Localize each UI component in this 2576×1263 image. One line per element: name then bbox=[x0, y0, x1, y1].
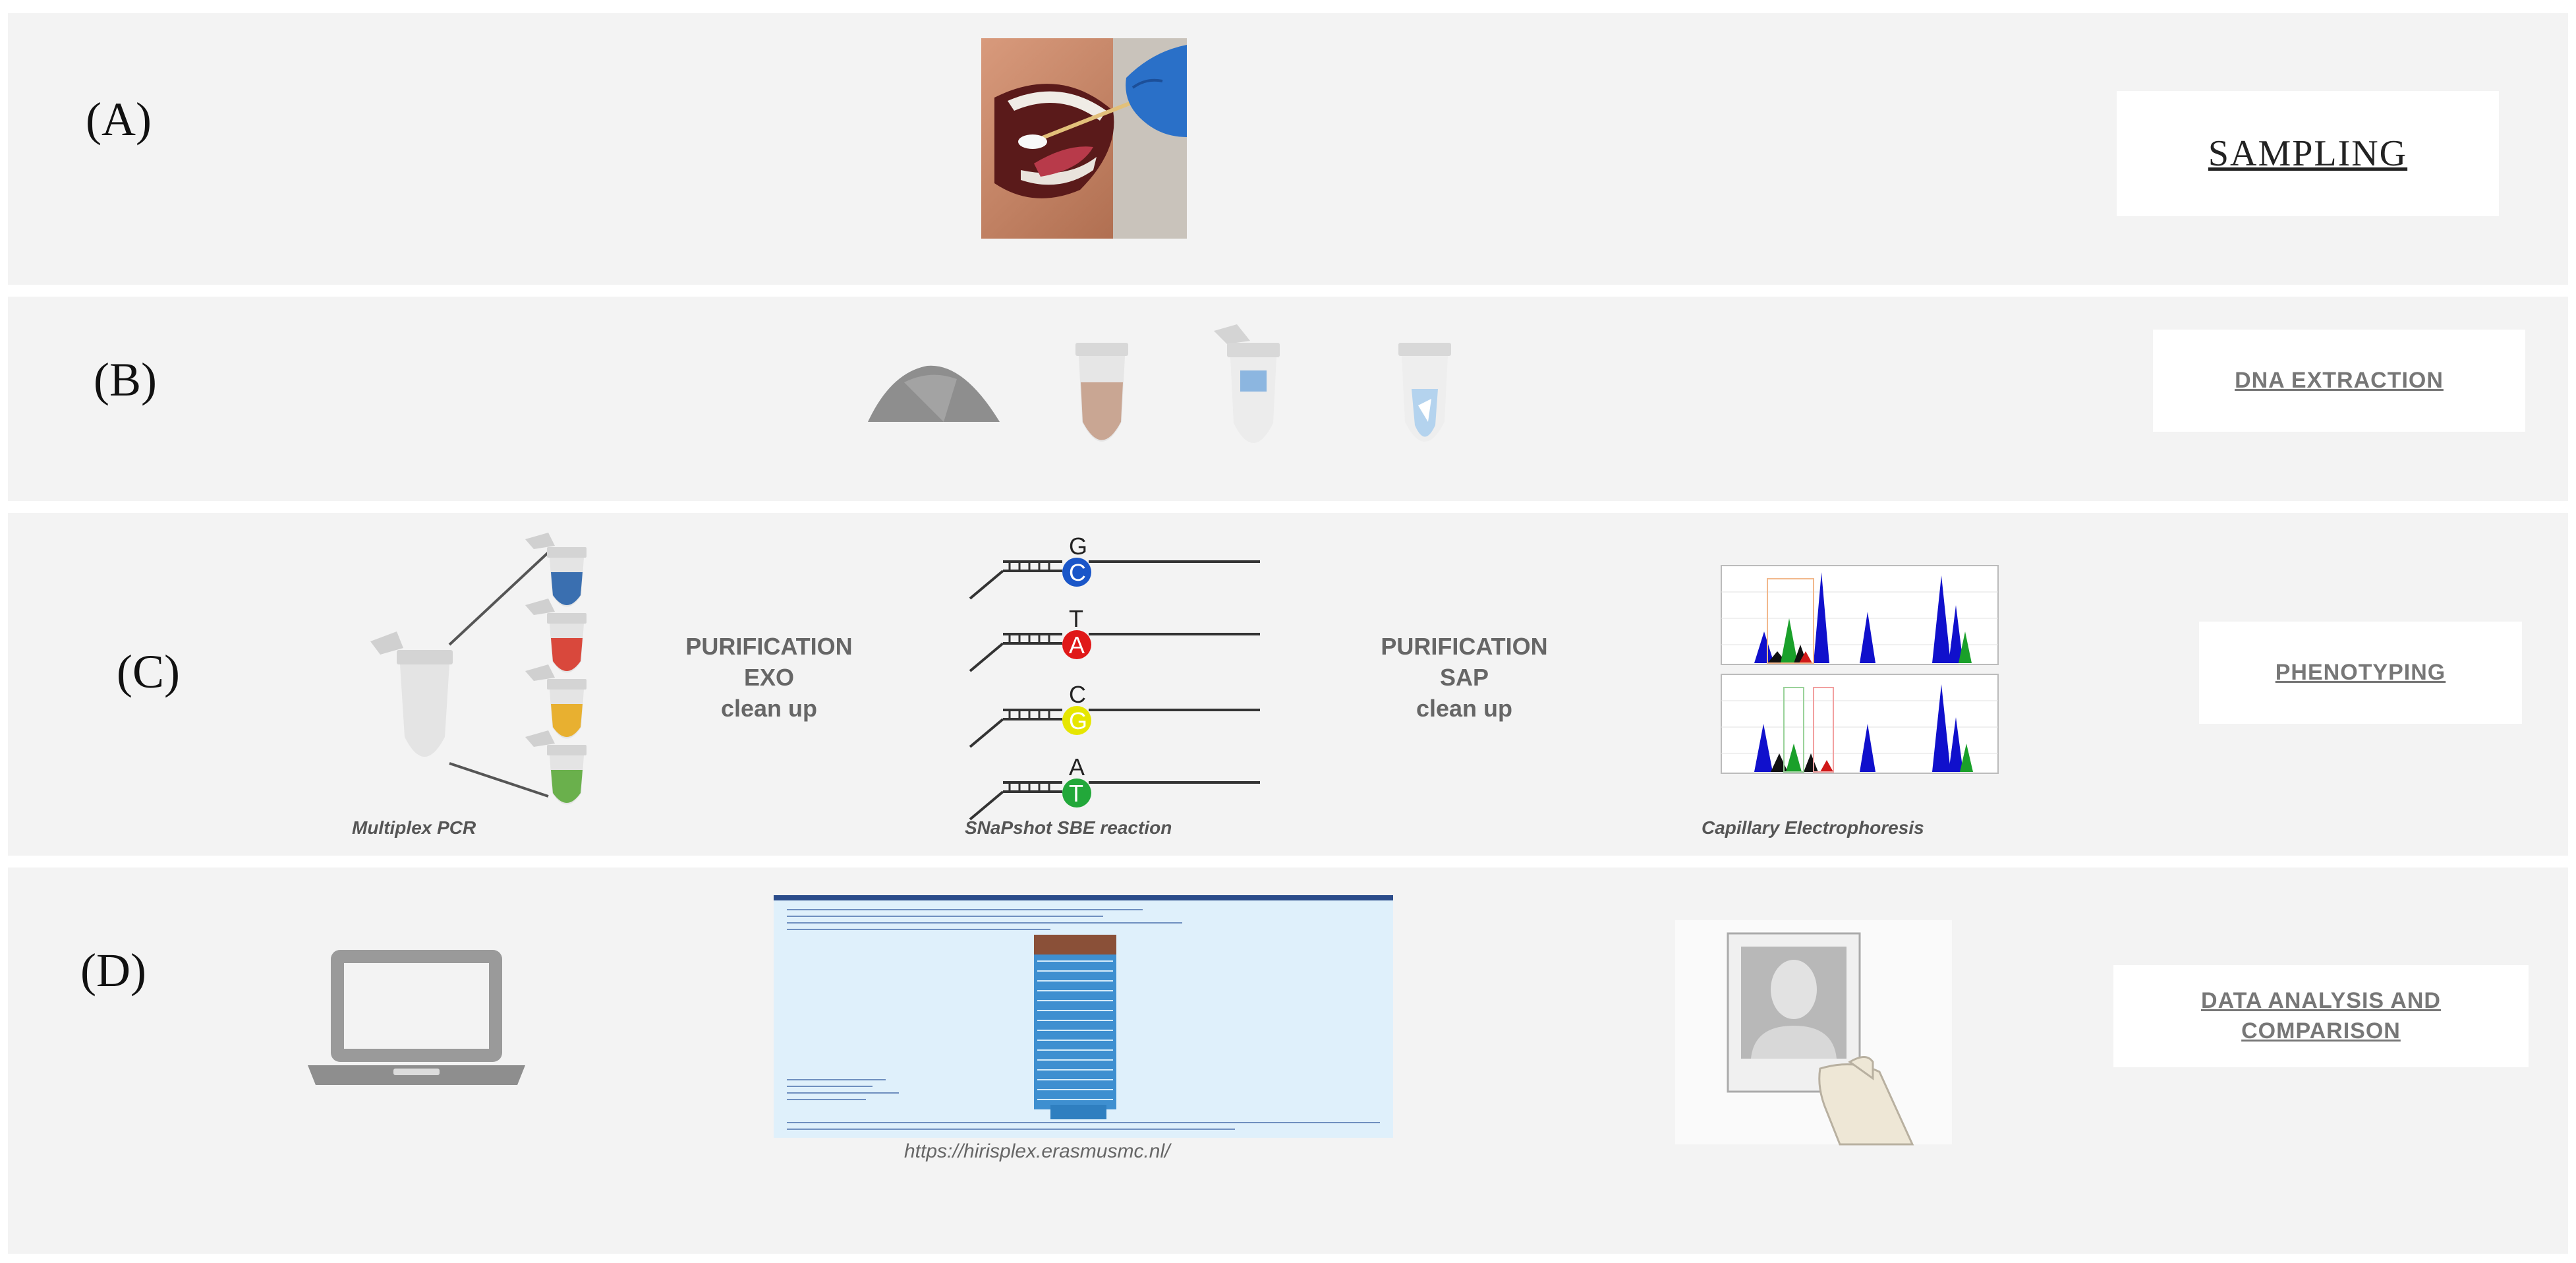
laptop-icon bbox=[308, 950, 525, 1085]
sbe-top-base-1: G bbox=[1069, 533, 1088, 560]
panel-c-letter: (C) bbox=[117, 645, 180, 698]
purification-sap-line3: clean up bbox=[1416, 694, 1513, 722]
step-data-analysis-line2: COMPARISON bbox=[2241, 1018, 2401, 1043]
purification-sap-line1: PURIFICATION bbox=[1381, 633, 1548, 660]
sbe-top-base-3: C bbox=[1069, 681, 1086, 708]
pcr-tube-yellow bbox=[525, 664, 587, 739]
step-phenotyping-label: PHENOTYPING bbox=[2275, 659, 2446, 685]
hirisplex-url: https://hirisplex.erasmusmc.nl/ bbox=[904, 1140, 1170, 1162]
portrait-photo-hand-icon bbox=[1675, 920, 1952, 1146]
tube-light-blue-icon bbox=[1398, 343, 1451, 442]
sbe-circle-2 bbox=[1062, 630, 1091, 659]
sbe-circle-1 bbox=[1062, 558, 1091, 587]
purification-exo-text: PURIFICATION EXO clean up bbox=[657, 632, 881, 724]
purification-exo-line1: PURIFICATION bbox=[685, 633, 853, 660]
sbe-bottom-base-3: G bbox=[1069, 707, 1088, 734]
step-data-analysis-line1: DATA ANALYSIS AND bbox=[2201, 987, 2441, 1013]
panel-b-dna-extraction: (B) DNA EXTRACTION bbox=[8, 297, 2568, 501]
electropherogram-icon bbox=[1721, 565, 1999, 774]
panel-b-letter: (B) bbox=[94, 353, 157, 406]
sbe-bottom-base-1: C bbox=[1069, 559, 1086, 586]
pcr-tube-blue bbox=[525, 533, 587, 607]
sbe-top-base-4: A bbox=[1069, 753, 1085, 780]
sbe-bottom-base-2: A bbox=[1069, 632, 1085, 659]
sbe-circle-3 bbox=[1062, 706, 1091, 735]
panel-c-phenotyping: (C) bbox=[8, 513, 2568, 856]
sbe-circle-4 bbox=[1062, 778, 1091, 808]
powder-pile-icon bbox=[868, 365, 1000, 422]
step-sampling-label: SAMPLING bbox=[2208, 133, 2408, 174]
purification-exo-line3: clean up bbox=[720, 694, 818, 722]
pcr-tube-green bbox=[525, 730, 587, 805]
pcr-tube-red bbox=[525, 599, 587, 673]
purification-exo-line2: EXO bbox=[743, 663, 795, 691]
step-dna-extraction-label: DNA EXTRACTION bbox=[2235, 367, 2444, 393]
caption-snapshot-sbe: SNaPshot SBE reaction bbox=[965, 817, 1172, 838]
caption-multiplex-pcr: Multiplex PCR bbox=[352, 817, 476, 838]
step-phenotyping-box: PHENOTYPING bbox=[2199, 622, 2522, 724]
sbe-top-base-2: T bbox=[1069, 605, 1083, 632]
step-data-analysis-label: DATA ANALYSIS AND COMPARISON bbox=[2201, 986, 2441, 1047]
panel-d-data-analysis: (D) https://hirisplex.erasmusmc.nl/ bbox=[8, 867, 2568, 1254]
panel-a-letter: (A) bbox=[86, 93, 152, 146]
purification-sap-text: PURIFICATION SAP clean up bbox=[1352, 632, 1576, 724]
step-dna-extraction-box: DNA EXTRACTION bbox=[2153, 330, 2525, 432]
panel-d-letter: (D) bbox=[80, 944, 146, 997]
sbe-strand-3 bbox=[969, 706, 1260, 748]
step-data-analysis-box: DATA ANALYSIS AND COMPARISON bbox=[2113, 965, 2529, 1067]
sbe-strand-2 bbox=[969, 630, 1260, 672]
sbe-bottom-base-4: T bbox=[1069, 780, 1083, 807]
sbe-strand-1 bbox=[969, 558, 1260, 600]
multiplex-pcr-diagram bbox=[370, 533, 587, 805]
purification-sap-line2: SAP bbox=[1439, 663, 1489, 691]
mouth-swab-photo bbox=[981, 38, 1187, 239]
pcr-tube-fill-blue bbox=[551, 572, 583, 605]
caption-capillary-electrophoresis: Capillary Electrophoresis bbox=[1702, 817, 1924, 838]
snapshot-sbe-diagram: G C T A C G bbox=[963, 533, 1280, 823]
tube-blue-filter-icon bbox=[1214, 324, 1280, 443]
panel-a-sampling: (A) SAMPLING bbox=[8, 13, 2568, 285]
hirisplex-website-screenshot bbox=[774, 895, 1393, 1138]
step-sampling-box: SAMPLING bbox=[2117, 91, 2499, 216]
tube-brown-icon bbox=[1075, 343, 1128, 442]
sbe-strand-4 bbox=[969, 778, 1260, 821]
